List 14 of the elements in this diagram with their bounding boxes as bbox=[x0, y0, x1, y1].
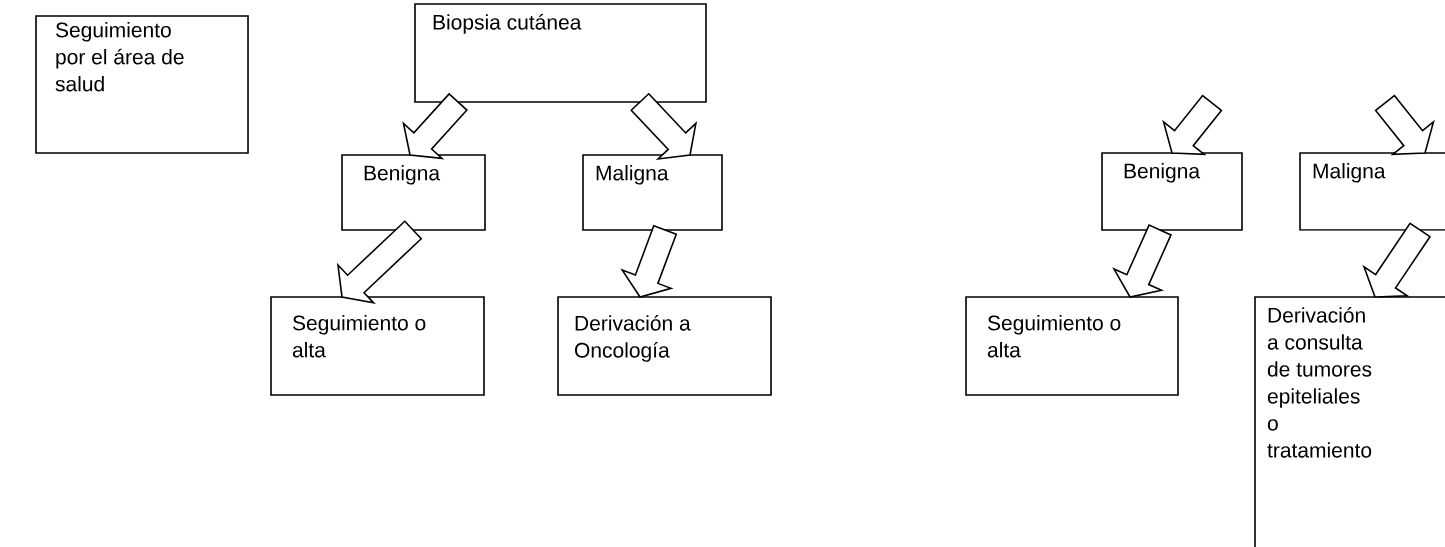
process-box: Seguimiento o alta bbox=[270, 296, 485, 396]
block-arrow bbox=[1162, 94, 1223, 156]
process-box: Seguimiento o alta bbox=[965, 296, 1179, 396]
process-box: Derivación a consulta de tumores epiteliales o tratamiento bbox=[1254, 296, 1445, 547]
process-box: Benigna bbox=[341, 154, 486, 231]
process-box: Maligna bbox=[582, 154, 723, 231]
process-box: Seguimiento por el área de salud bbox=[35, 15, 249, 154]
block-arrow bbox=[630, 92, 698, 161]
block-arrow bbox=[1374, 94, 1435, 156]
process-box: Derivación a Oncología bbox=[557, 296, 772, 396]
block-arrow bbox=[336, 220, 423, 305]
process-box: Benigna bbox=[1101, 152, 1243, 231]
process-box: Maligna bbox=[1299, 152, 1445, 231]
process-box: Biopsia cutánea bbox=[414, 3, 707, 103]
